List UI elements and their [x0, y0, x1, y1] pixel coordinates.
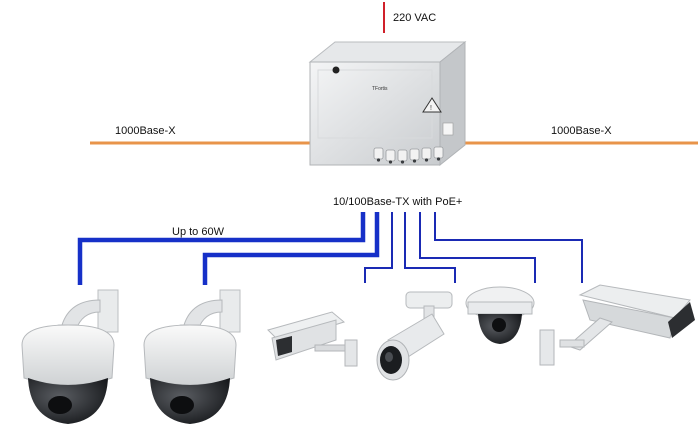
- poe-budget-label: Up to 60W: [172, 226, 224, 238]
- ptz-dome-camera-2: [143, 289, 241, 424]
- ports-label: 10/100Base-TX with PoE+: [333, 196, 463, 208]
- poe-link-4: [404, 212, 456, 283]
- brand-logo-icon: [332, 66, 340, 74]
- power-label: 220 VAC: [393, 12, 437, 24]
- poe-link-1: [77, 212, 366, 285]
- poe-link-5: [419, 212, 536, 283]
- fixed-dome-camera: [465, 286, 535, 344]
- poe-switch-enclosure: TFortis !: [308, 40, 467, 167]
- outdoor-housing-camera: [539, 284, 695, 366]
- poe-link-3: [364, 212, 393, 283]
- warning-triangle-icon: [422, 97, 442, 113]
- poe-link-2: [202, 212, 380, 285]
- svg-text:!: !: [430, 105, 432, 112]
- poe-link-6: [434, 212, 583, 283]
- device-brand-label: TFortis: [372, 86, 388, 92]
- ptz-dome-camera-1: [21, 289, 119, 424]
- bullet-camera: [376, 291, 453, 381]
- uplink-right-label: 1000Base-X: [551, 125, 612, 137]
- uplink-left-label: 1000Base-X: [115, 125, 176, 137]
- box-camera-housing: [267, 311, 358, 367]
